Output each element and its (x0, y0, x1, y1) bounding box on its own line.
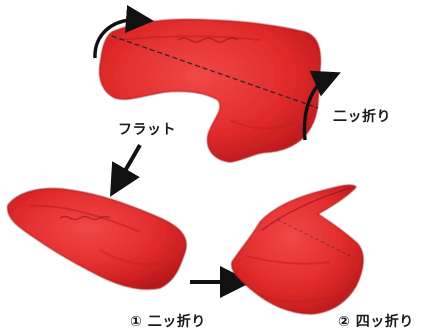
folded-four-meat (232, 185, 363, 314)
label-step2: ② 四ッ折り (338, 311, 414, 331)
folded-two-meat (8, 189, 187, 290)
down-arrow-icon (118, 145, 140, 183)
flat-meat-slice (100, 19, 321, 162)
label-flat: フラット (118, 119, 176, 139)
label-fold-two: 二ッ折り (333, 106, 391, 126)
label-step1: ① 二ッ折り (130, 311, 206, 331)
